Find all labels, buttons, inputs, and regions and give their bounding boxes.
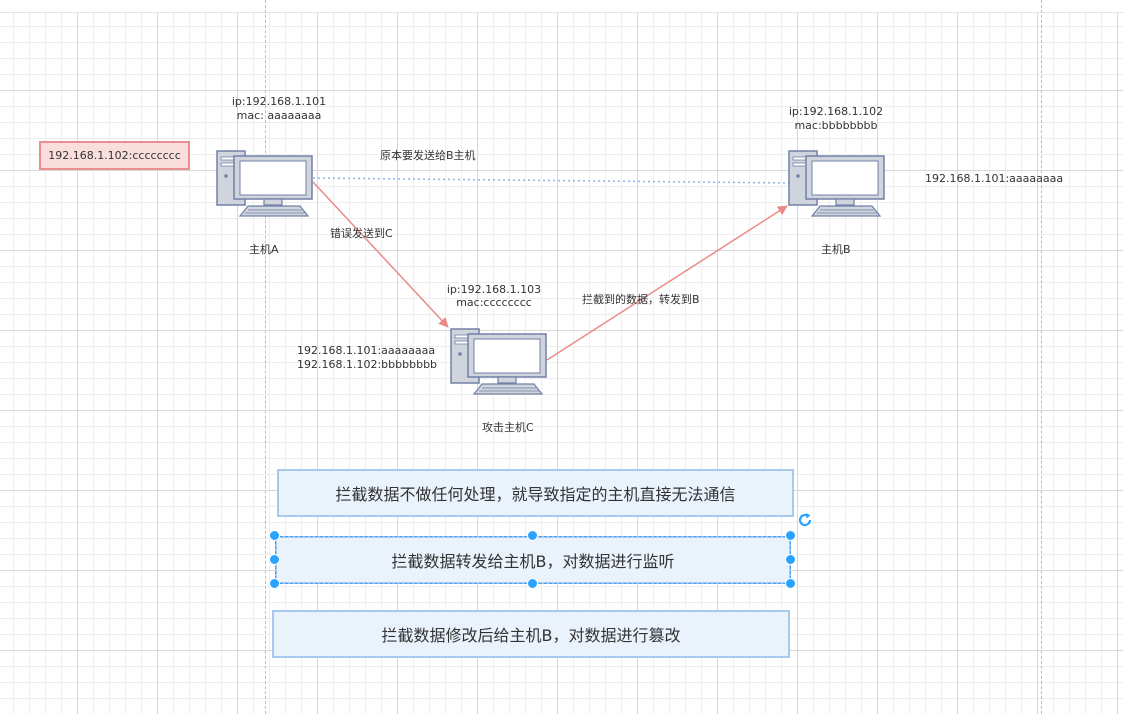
page-guide-right: [1041, 0, 1042, 714]
host-b-ip: ip:192.168.1.102: [788, 105, 884, 118]
host-a-computer-icon[interactable]: [216, 150, 314, 218]
resize-handle-top-left[interactable]: [269, 530, 280, 541]
scenario-drop-text: 拦截数据不做任何处理，就导致指定的主机直接无法通信: [335, 485, 736, 504]
scenario-box-drop[interactable]: 拦截数据不做任何处理，就导致指定的主机直接无法通信: [277, 469, 794, 517]
selection-outline: [275, 536, 791, 584]
resize-handle-bottom-center[interactable]: [527, 578, 538, 589]
arrow-a-to-c[interactable]: [312, 181, 449, 328]
host-c-arp-entry-2: 192.168.1.102:bbbbbbbb: [297, 358, 438, 371]
page-guide-left: [265, 0, 266, 714]
host-c-name: 攻击主机C: [482, 421, 534, 434]
host-c-ip: ip:192.168.1.103: [446, 283, 542, 296]
resize-handle-middle-left[interactable]: [269, 554, 280, 565]
resize-handle-bottom-left[interactable]: [269, 578, 280, 589]
host-a-ip: ip:192.168.1.101: [231, 95, 327, 108]
resize-handle-middle-right[interactable]: [785, 554, 796, 565]
host-a-name: 主机A: [249, 243, 279, 256]
host-b-mac: mac:bbbbbbbb: [794, 119, 878, 132]
scenario-tamper-text: 拦截数据修改后给主机B，对数据进行篡改: [381, 626, 681, 645]
scenario-box-tamper[interactable]: 拦截数据修改后给主机B，对数据进行篡改: [272, 610, 790, 658]
host-a-arp-cache[interactable]: 192.168.1.102:cccccccc: [39, 141, 190, 170]
scenario-box-monitor[interactable]: 拦截数据转发给主机B，对数据进行监听: [275, 536, 791, 584]
host-a-arp-entry: 192.168.1.102:cccccccc: [48, 149, 181, 162]
resize-handle-top-center[interactable]: [527, 530, 538, 541]
dotted-link-a-b[interactable]: [312, 177, 790, 184]
host-b-arp-entry: 192.168.1.101:aaaaaaaa: [925, 172, 1064, 185]
edge-label-c-to-b[interactable]: 拦截到的数据，转发到B: [582, 293, 700, 306]
host-c-arp-entry-1: 192.168.1.101:aaaaaaaa: [297, 344, 436, 357]
host-b-computer-icon[interactable]: [788, 150, 886, 218]
edge-label-a-to-b[interactable]: 原本要发送给B主机: [380, 149, 476, 162]
host-c-computer-icon[interactable]: [450, 328, 548, 396]
resize-handle-top-right[interactable]: [785, 530, 796, 541]
host-c-mac: mac:cccccccc: [456, 296, 532, 309]
host-a-mac: mac: aaaaaaaa: [236, 109, 322, 122]
scenario-monitor-text: 拦截数据转发给主机B，对数据进行监听: [391, 552, 675, 571]
resize-handle-bottom-right[interactable]: [785, 578, 796, 589]
arrow-c-to-b[interactable]: [546, 205, 788, 361]
edge-label-a-to-c[interactable]: 错误发送到C: [330, 227, 393, 240]
top-strip: [0, 0, 1123, 13]
rotate-icon[interactable]: [797, 512, 813, 528]
host-b-name: 主机B: [821, 243, 851, 256]
